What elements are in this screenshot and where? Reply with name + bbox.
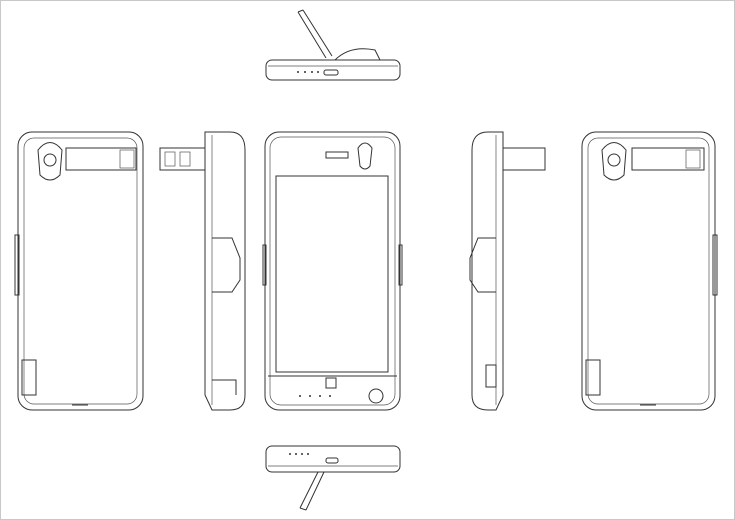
camera-bump (601, 142, 627, 181)
kickstand-bottom (299, 471, 325, 511)
kickstand-top (297, 9, 333, 59)
led-dot (317, 71, 319, 73)
top-view (265, 9, 401, 81)
kickstand-housing (631, 147, 705, 171)
side-view-left (159, 131, 246, 411)
case-top-body (265, 59, 401, 81)
port-cover (21, 359, 37, 396)
side-button (14, 234, 20, 296)
kickstand-housing (65, 147, 137, 171)
kickstand-hinge-top (334, 48, 381, 61)
kickstand-side (159, 147, 206, 171)
side-clip (212, 237, 241, 293)
port-cover (585, 359, 601, 396)
speaker-slot (325, 151, 349, 159)
connector (325, 377, 337, 389)
kickstand-side (502, 147, 546, 171)
back-view-left (14, 131, 144, 411)
port-icon (323, 69, 339, 76)
camera-lens (43, 153, 57, 167)
camera-cutout (357, 142, 373, 170)
camera-bump (37, 142, 63, 181)
port-icon (325, 457, 339, 464)
power-button (368, 388, 384, 404)
screen-window (275, 175, 389, 373)
side-button (712, 234, 718, 296)
side-clip (469, 237, 496, 293)
led-dot (311, 71, 313, 73)
back-view-right (581, 131, 718, 411)
led-dot (297, 71, 299, 73)
bottom-view (265, 445, 401, 511)
led-dot (304, 71, 306, 73)
side-view-right (469, 131, 546, 411)
front-view (262, 131, 403, 411)
